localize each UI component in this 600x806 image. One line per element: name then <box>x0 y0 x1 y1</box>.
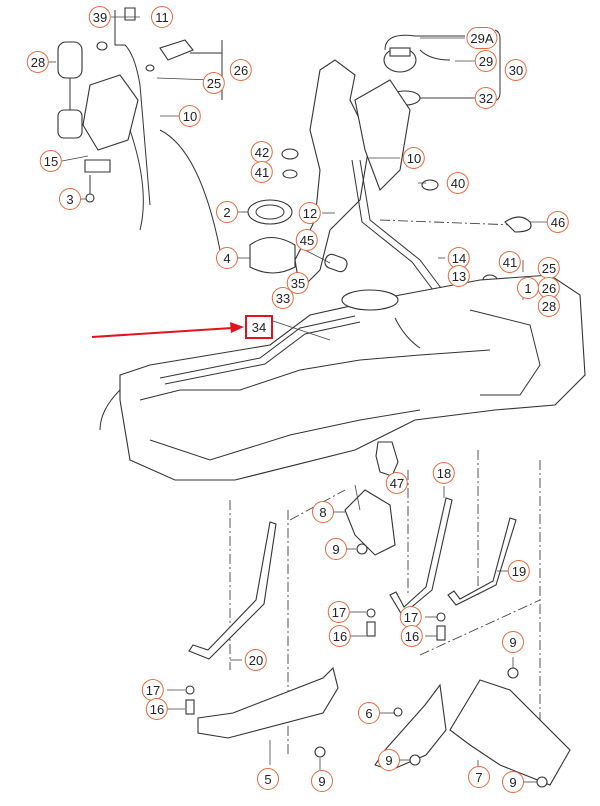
callout-46[interactable]: 46 <box>546 211 570 233</box>
callout-1[interactable]: 1 <box>517 277 539 299</box>
callout-3[interactable]: 3 <box>59 188 81 210</box>
callout-5[interactable]: 5 <box>257 768 279 790</box>
callout-35[interactable]: 35 <box>286 272 310 294</box>
callout-40[interactable]: 40 <box>446 172 470 194</box>
callout-9b[interactable]: 9 <box>502 631 524 653</box>
callout-8[interactable]: 8 <box>312 501 334 523</box>
filler-neck-assembly <box>57 7 223 251</box>
callout-2[interactable]: 2 <box>216 201 238 223</box>
callout-13[interactable]: 13 <box>447 265 471 287</box>
callout-34-highlighted[interactable]: 34 <box>245 315 273 339</box>
callout-33[interactable]: 33 <box>271 287 295 309</box>
callout-17b[interactable]: 17 <box>399 606 423 628</box>
callout-28[interactable]: 28 <box>26 51 50 73</box>
callout-16b[interactable]: 16 <box>400 625 424 647</box>
callout-11[interactable]: 11 <box>151 6 173 28</box>
callout-9e[interactable]: 9 <box>502 771 524 793</box>
callout-25[interactable]: 25 <box>202 72 226 94</box>
callout-30[interactable]: 30 <box>504 59 528 81</box>
callout-45[interactable]: 45 <box>295 229 319 251</box>
callout-10[interactable]: 10 <box>178 105 202 127</box>
callout-32[interactable]: 32 <box>474 87 498 109</box>
callout-26[interactable]: 26 <box>229 59 253 81</box>
pump-parts <box>247 148 532 286</box>
callout-16a[interactable]: 16 <box>328 625 352 647</box>
fuel-tank <box>99 274 586 481</box>
highlight-arrow <box>91 322 244 338</box>
callout-18[interactable]: 18 <box>432 462 456 484</box>
callout-17a[interactable]: 17 <box>327 601 351 623</box>
tank-straps <box>188 497 517 660</box>
callout-17c[interactable]: 17 <box>141 679 165 701</box>
callout-41[interactable]: 41 <box>250 161 274 183</box>
callout-6[interactable]: 6 <box>358 702 380 724</box>
callout-7[interactable]: 7 <box>468 766 490 788</box>
callout-41b[interactable]: 41 <box>498 251 522 273</box>
callout-20[interactable]: 20 <box>244 649 268 671</box>
callout-39[interactable]: 39 <box>88 6 112 28</box>
callout-14[interactable]: 14 <box>447 247 471 269</box>
callout-9c[interactable]: 9 <box>311 770 333 792</box>
callout-9d[interactable]: 9 <box>378 749 400 771</box>
fasteners <box>85 193 548 788</box>
brackets <box>197 441 571 786</box>
callout-15[interactable]: 15 <box>39 150 63 172</box>
callout-16c[interactable]: 16 <box>145 698 169 720</box>
callout-19[interactable]: 19 <box>507 560 531 582</box>
callout-9a[interactable]: 9 <box>325 538 347 560</box>
callout-12[interactable]: 12 <box>298 202 322 224</box>
callout-47[interactable]: 47 <box>385 472 409 494</box>
callout-29[interactable]: 29 <box>474 50 498 72</box>
callout-29A[interactable]: 29A <box>466 27 498 49</box>
callout-28b[interactable]: 28 <box>537 295 561 317</box>
callout-10b[interactable]: 10 <box>402 147 426 169</box>
callout-4[interactable]: 4 <box>216 247 238 269</box>
